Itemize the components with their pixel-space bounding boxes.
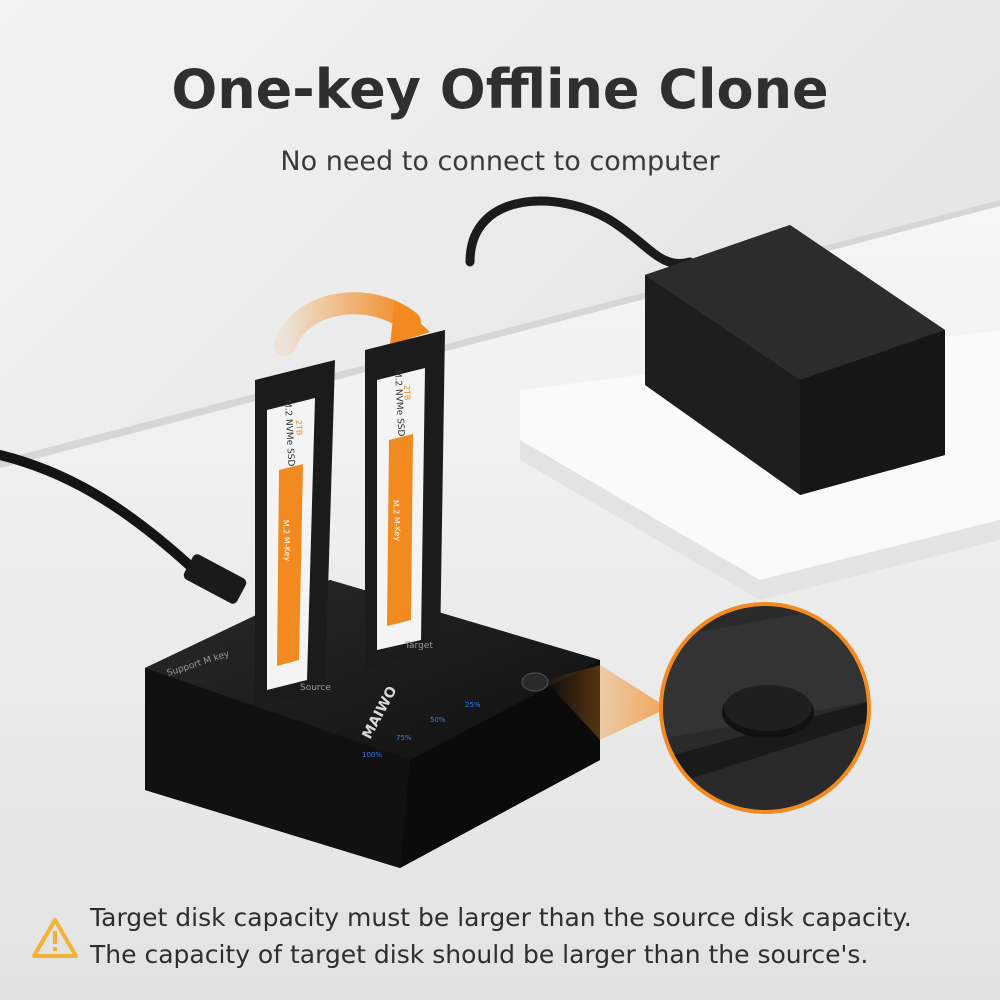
zoom-beam [545, 665, 668, 740]
slot-source-label: Source [300, 683, 331, 693]
ssd-source-key: M.2 M-Key [281, 520, 292, 562]
slot-target-label: Target [404, 641, 433, 651]
clone-arrow-head [390, 300, 430, 345]
page-subtitle: No need to connect to computer [280, 146, 720, 177]
progress-25: 25% [465, 701, 481, 709]
power-cable [465, 196, 695, 268]
dock-button[interactable] [521, 672, 549, 692]
ssd-source-label: M.2 NVMe SSD [282, 400, 295, 467]
note-line-2: The capacity of target disk should be la… [90, 940, 869, 969]
ssd-target-key: M.2 M-Key [391, 500, 402, 542]
warning-icon [32, 918, 78, 958]
page-title: One-key Offline Clone [171, 58, 829, 121]
white-stand-side [520, 440, 1000, 600]
ssd-source-capacity: 2TB [294, 420, 304, 436]
ssd-source [255, 360, 335, 708]
button-zoom-circle [659, 602, 871, 814]
progress-50: 50% [430, 716, 446, 724]
progress-75: 75% [396, 734, 412, 742]
ssd-target [365, 330, 445, 668]
note-line-1: Target disk capacity must be larger than… [90, 903, 912, 932]
usb-plug [183, 554, 247, 604]
ssd-target-capacity: 2TB [402, 385, 412, 401]
power-adapter [645, 225, 945, 495]
ssd-target-label: M.2 NVMe SSD [392, 370, 405, 437]
progress-100: 100% [362, 751, 382, 759]
usb-cable [0, 450, 205, 580]
